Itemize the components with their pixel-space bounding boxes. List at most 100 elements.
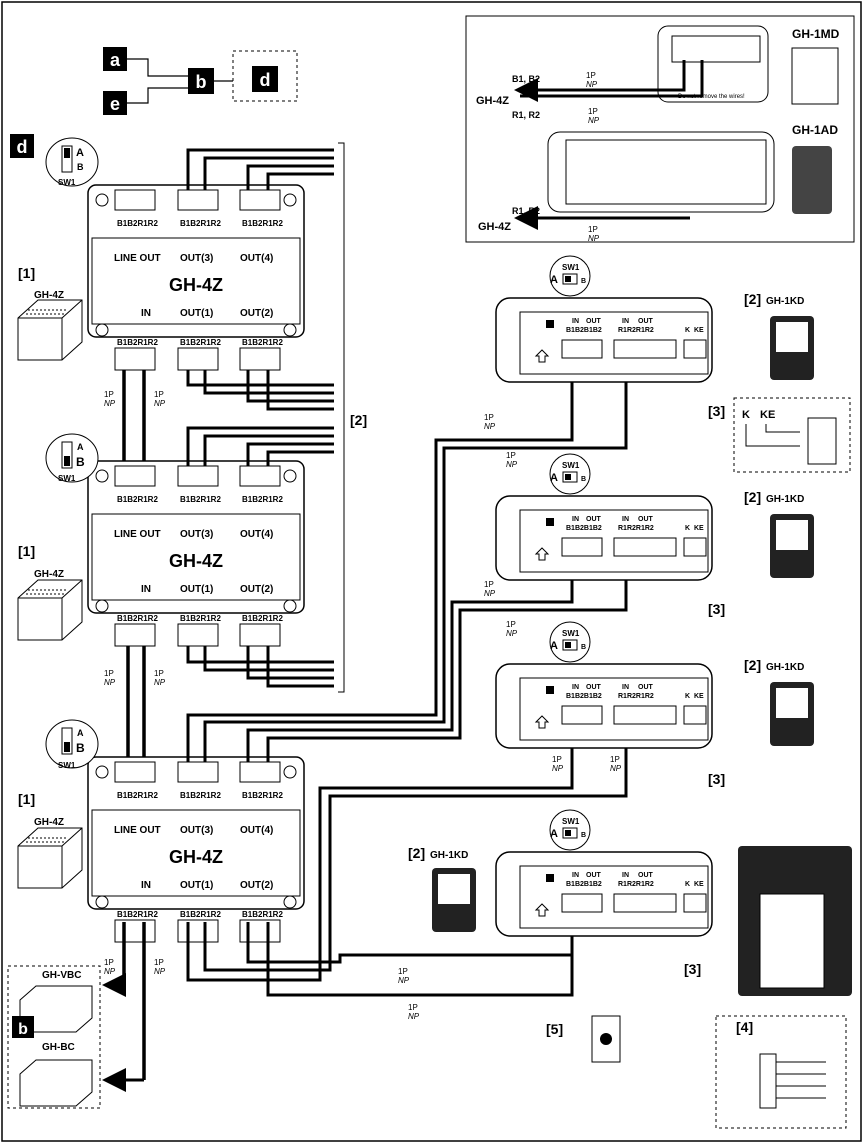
- svg-text:OUT(4): OUT(4): [240, 253, 273, 264]
- svg-text:IN: IN: [622, 516, 629, 523]
- svg-text:1P: 1P: [552, 755, 562, 764]
- svg-text:[2]: [2]: [744, 291, 761, 307]
- svg-text:NP: NP: [588, 116, 600, 125]
- svg-text:[1]: [1]: [18, 265, 35, 281]
- svg-text:OUT(4): OUT(4): [240, 825, 273, 836]
- svg-text:SW1: SW1: [562, 263, 580, 272]
- svg-text:KE: KE: [760, 409, 775, 421]
- svg-text:1P: 1P: [586, 71, 596, 80]
- section-d-label: d: [17, 137, 28, 157]
- svg-text:OUT: OUT: [586, 516, 602, 523]
- svg-text:NP: NP: [610, 764, 622, 773]
- entrance-panel: [4]: [715, 846, 852, 1129]
- svg-text:A: A: [76, 147, 84, 159]
- svg-text:KE: KE: [694, 525, 704, 532]
- svg-text:1P: 1P: [154, 958, 164, 967]
- sw1-bubble-1: A B SW1: [45, 137, 99, 187]
- svg-text:B1B2R1R2: B1B2R1R2: [180, 614, 221, 623]
- svg-text:OUT: OUT: [638, 318, 654, 325]
- svg-text:OUT(3): OUT(3): [180, 529, 213, 540]
- gh4z-device-icon-2: [1] GH-4Z: [17, 543, 83, 641]
- svg-text:B1B2R1R2: B1B2R1R2: [242, 791, 283, 800]
- svg-text:B: B: [581, 278, 586, 285]
- svg-text:GH-4Z: GH-4Z: [478, 221, 511, 233]
- svg-text:[3]: [3]: [708, 403, 725, 419]
- svg-text:1P: 1P: [506, 620, 516, 629]
- sw1-bubble-3: A B SW1: [45, 719, 99, 770]
- svg-text:B1B2R1R2: B1B2R1R2: [180, 910, 221, 919]
- svg-text:NP: NP: [104, 399, 116, 408]
- svg-text:A: A: [550, 274, 558, 286]
- svg-text:B: B: [581, 644, 586, 651]
- svg-text:SW1: SW1: [58, 178, 76, 187]
- svg-text:R1R2R1R2: R1R2R1R2: [618, 525, 654, 532]
- svg-text:GH-1KD: GH-1KD: [766, 662, 804, 673]
- svg-text:SW1: SW1: [562, 817, 580, 826]
- ref-2-main: [2]: [350, 412, 367, 428]
- svg-text:B: B: [581, 476, 586, 483]
- svg-text:OUT(1): OUT(1): [180, 308, 213, 319]
- svg-text:IN: IN: [572, 684, 579, 691]
- svg-text:1P: 1P: [104, 390, 114, 399]
- svg-text:B: B: [77, 162, 84, 172]
- legend-d: d: [260, 70, 271, 90]
- gh4z-unit-2: B1B2R1R2 B1B2R1R2 B1B2R1R2 B1B2R1R2 B1B2…: [87, 460, 305, 647]
- svg-text:NP: NP: [154, 678, 166, 687]
- md-ad-panel: Do not remove the wires! GH-1MD GH-1AD B…: [465, 15, 855, 243]
- gh4z-device-icon-1: [1] GH-4Z: [17, 265, 83, 361]
- svg-text:B1, B2: B1, B2: [512, 74, 540, 84]
- bus-wires-left: [122, 370, 146, 1080]
- doorbell: [5]: [546, 1015, 621, 1063]
- svg-text:OUT(3): OUT(3): [180, 825, 213, 836]
- svg-text:LINE OUT: LINE OUT: [114, 529, 161, 540]
- svg-text:NP: NP: [154, 967, 166, 976]
- kd-board-3: IN OUT B1B2B1B2 IN OUT R1R2R1R2 K KE: [495, 663, 713, 749]
- svg-text:[3]: [3]: [708, 601, 725, 617]
- svg-text:OUT(3): OUT(3): [180, 253, 213, 264]
- svg-text:NP: NP: [104, 678, 116, 687]
- ke-inset: K KE: [733, 397, 851, 473]
- svg-text:B1B2R1R2: B1B2R1R2: [242, 910, 283, 919]
- svg-text:GH-VBC: GH-VBC: [42, 970, 81, 981]
- svg-text:K: K: [685, 525, 690, 532]
- svg-text:[5]: [5]: [546, 1021, 563, 1037]
- gh4z-unit-1: B1B2R1R2 B1B2R1R2 B1B2R1R2 B1B2R1R2 B1B2…: [87, 184, 305, 371]
- svg-text:OUT: OUT: [638, 684, 654, 691]
- svg-text:[3]: [3]: [708, 771, 725, 787]
- svg-text:B1B2R1R2: B1B2R1R2: [117, 791, 158, 800]
- svg-text:OUT(2): OUT(2): [240, 308, 273, 319]
- svg-text:OUT(2): OUT(2): [240, 584, 273, 595]
- svg-text:NP: NP: [398, 976, 410, 985]
- gh4z-title-2: GH-4Z: [169, 551, 223, 571]
- svg-text:NP: NP: [506, 460, 518, 469]
- svg-text:Do not remove the wires!: Do not remove the wires!: [678, 94, 745, 100]
- svg-text:KE: KE: [694, 881, 704, 888]
- gh4z-device-icon-3: [1] GH-4Z: [17, 791, 83, 889]
- svg-text:LINE OUT: LINE OUT: [114, 253, 161, 264]
- svg-text:B1B2R1R2: B1B2R1R2: [117, 910, 158, 919]
- svg-text:B1B2R1R2: B1B2R1R2: [180, 495, 221, 504]
- svg-text:NP: NP: [588, 234, 600, 243]
- svg-text:NP: NP: [154, 399, 166, 408]
- svg-text:NP: NP: [586, 80, 598, 89]
- svg-text:A: A: [77, 728, 84, 738]
- svg-text:OUT(1): OUT(1): [180, 584, 213, 595]
- svg-text:GH-4Z: GH-4Z: [34, 290, 64, 301]
- svg-text:[3]: [3]: [684, 961, 701, 977]
- legend-block: a e b d d: [10, 47, 298, 158]
- svg-text:[2]: [2]: [408, 845, 425, 861]
- svg-text:OUT(2): OUT(2): [240, 880, 273, 891]
- output-bundles: [186, 148, 334, 688]
- svg-text:LINE OUT: LINE OUT: [114, 825, 161, 836]
- sw1-bubble-2: A B SW1: [45, 433, 99, 483]
- svg-text:IN: IN: [141, 584, 151, 595]
- legend-e: e: [110, 94, 120, 114]
- svg-text:GH-1KD: GH-1KD: [766, 494, 804, 505]
- gh4z-unit-3: B1B2R1R2 B1B2R1R2 B1B2R1R2 B1B2R1R2 B1B2…: [87, 756, 305, 943]
- svg-text:NP: NP: [552, 764, 564, 773]
- svg-text:OUT: OUT: [638, 872, 654, 879]
- legend-a: a: [110, 50, 121, 70]
- svg-text:OUT(4): OUT(4): [240, 529, 273, 540]
- svg-text:IN: IN: [622, 872, 629, 879]
- svg-text:IN: IN: [622, 318, 629, 325]
